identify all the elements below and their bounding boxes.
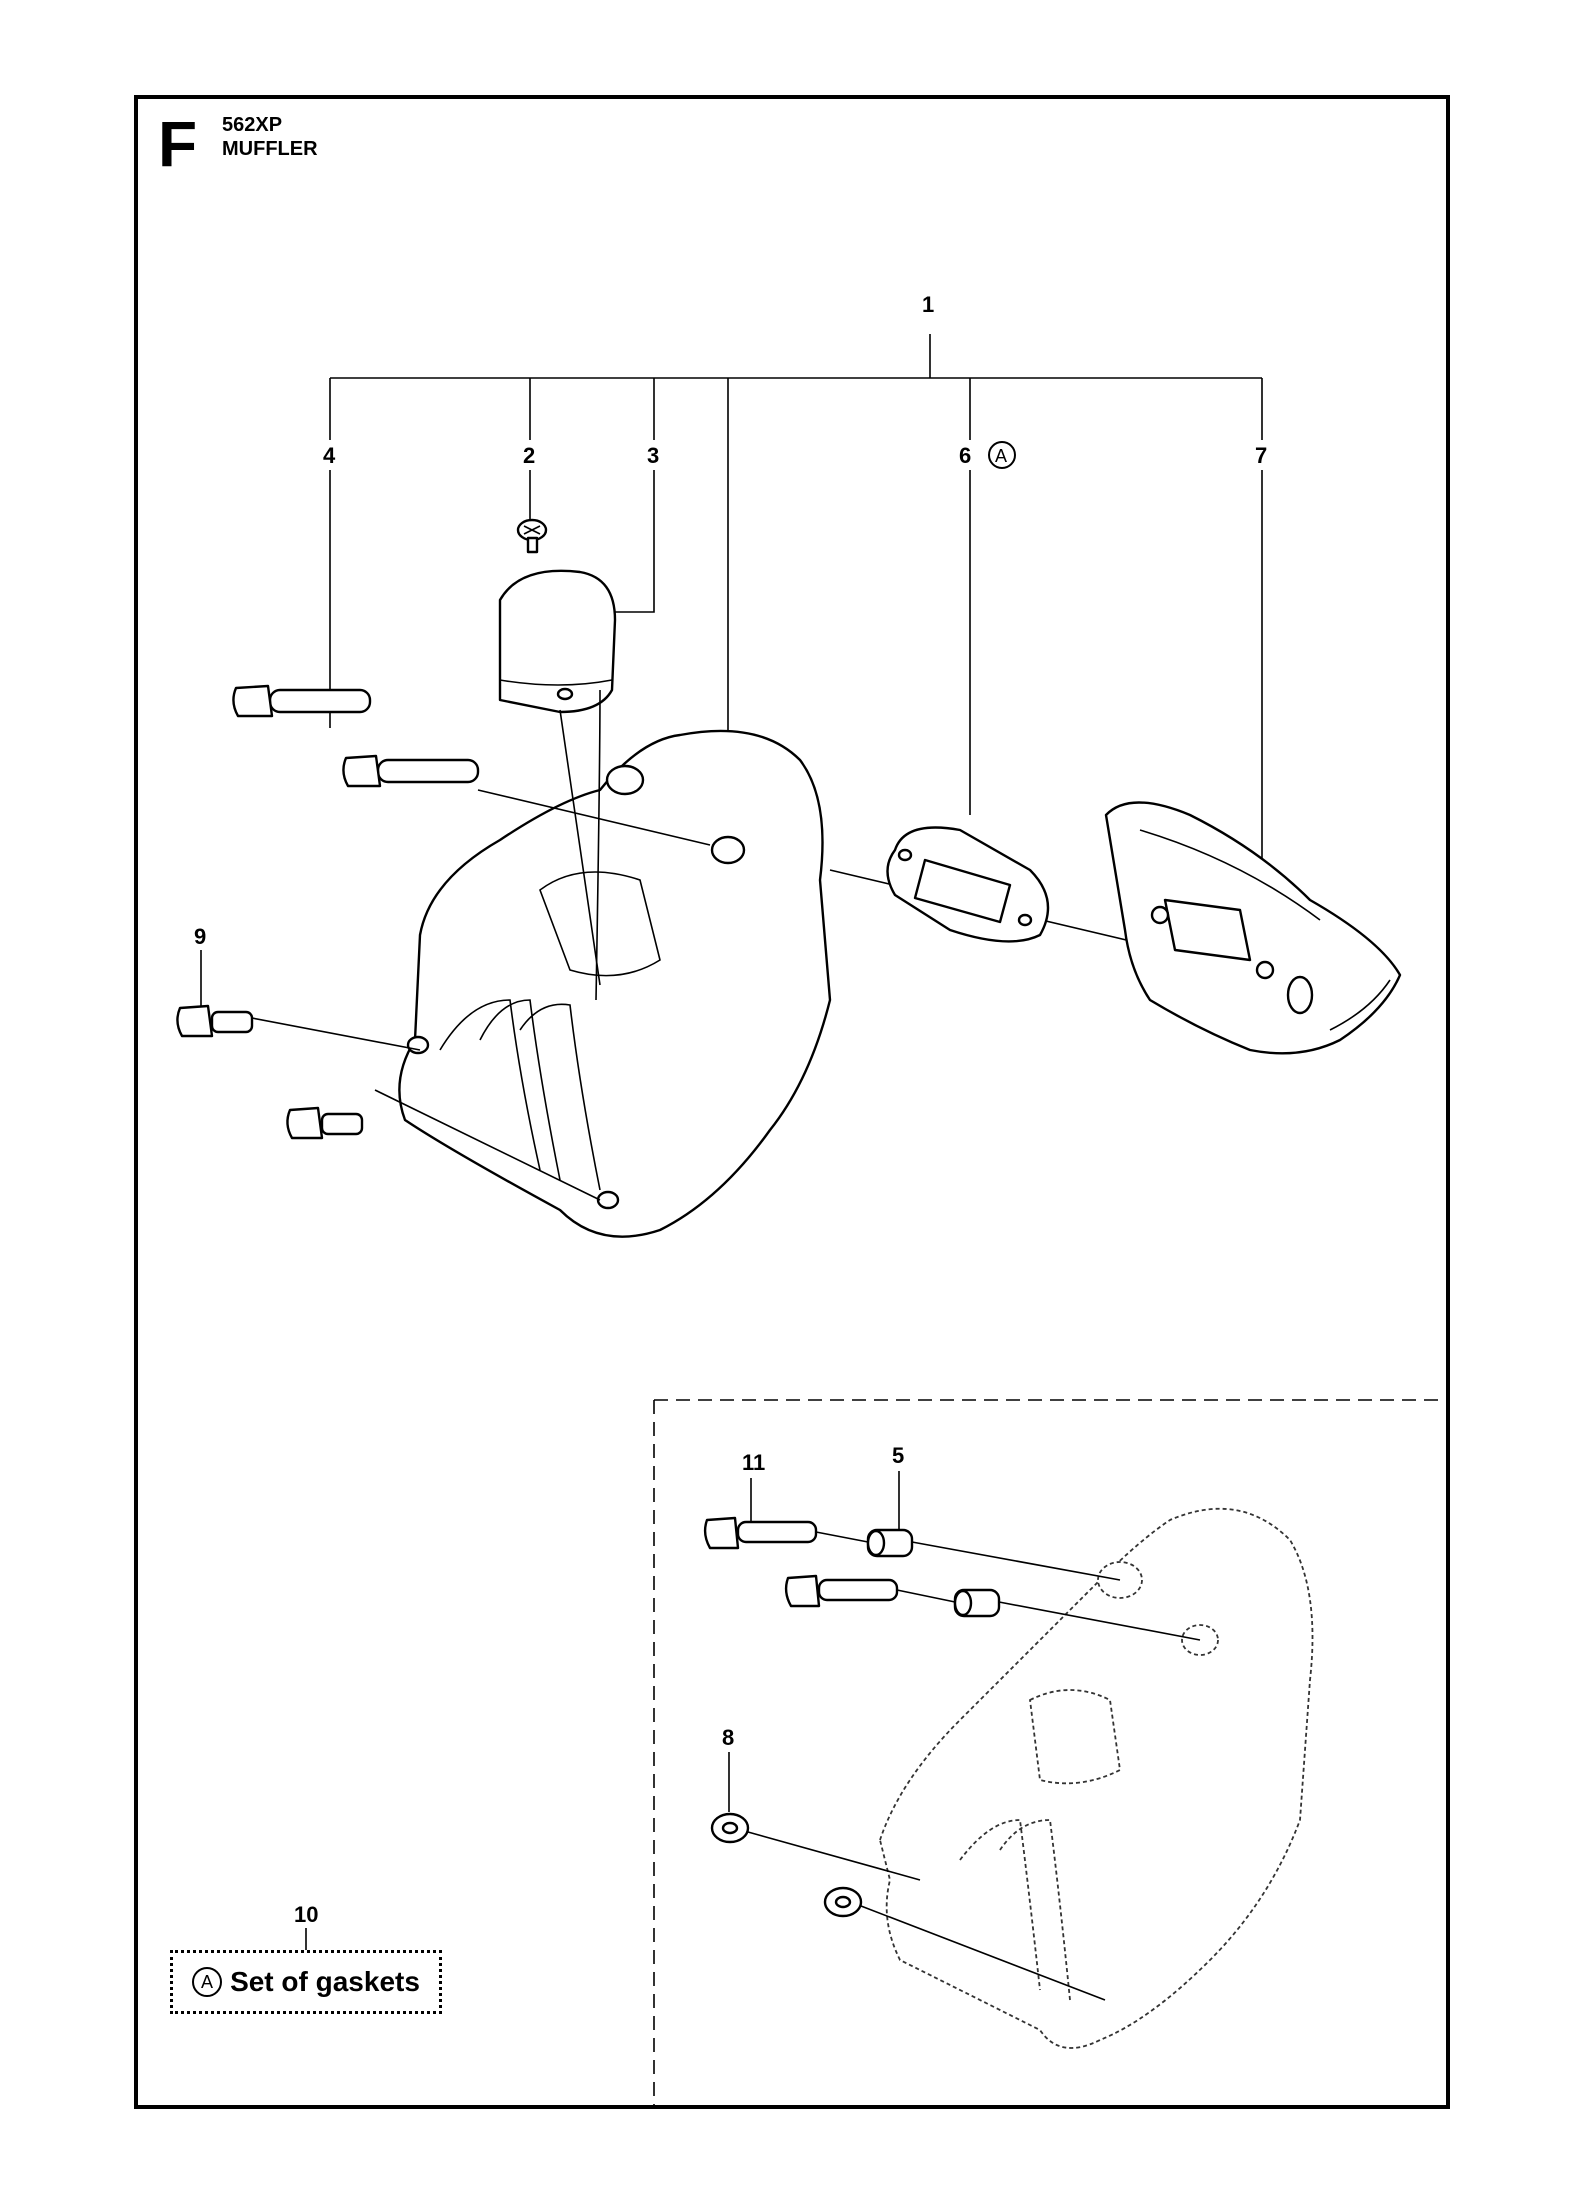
deflector-cap-part [498,569,617,714]
callout-7: 7 [1255,443,1267,468]
screw-9-upper [176,1004,254,1038]
screw-9-lower [286,1106,364,1140]
callout-tree [329,334,1263,860]
long-bolt-lower [342,754,480,788]
callout-1: 1 [922,292,934,317]
inset-spacer-upper [866,1528,914,1558]
callout-9: 9 [194,924,206,949]
inset-separator [653,1399,1448,2106]
long-bolt-upper [232,684,372,718]
drawing-frame [134,95,1450,2109]
callout-5: 5 [892,1443,904,1468]
inset-spacer-lower [953,1588,1001,1618]
muffler-body-part [398,689,832,1238]
inset-bolt-lower [784,1574,899,1608]
callout-10: 10 [294,1902,318,1927]
callout-6: 6 [959,443,971,468]
section-letter: F [158,108,198,180]
callout-2: 2 [523,443,535,468]
kit-ref-circle: A [192,1967,223,1997]
heat-shield-part [1104,801,1402,1055]
inset-washer-upper [710,1812,750,1844]
screw-part [516,518,548,554]
inset-washer-lower [823,1886,863,1918]
callout-4: 4 [323,443,336,468]
ref-circle-a [988,441,1016,469]
page-title: MUFFLER [222,138,318,160]
callout-11: 11 [742,1450,765,1475]
model-name: 562XP [222,114,283,136]
gasket-kit-box: A Set of gaskets [170,1950,442,2014]
inset-bolt-upper [703,1516,818,1550]
kit-label: Set of gaskets [230,1966,420,1997]
callout-3: 3 [647,443,659,468]
callout-6-ref: A [995,446,1007,466]
gasket-part [886,826,1050,943]
inset-muffler-ghost [879,1507,1314,2049]
callout-8: 8 [722,1725,734,1750]
